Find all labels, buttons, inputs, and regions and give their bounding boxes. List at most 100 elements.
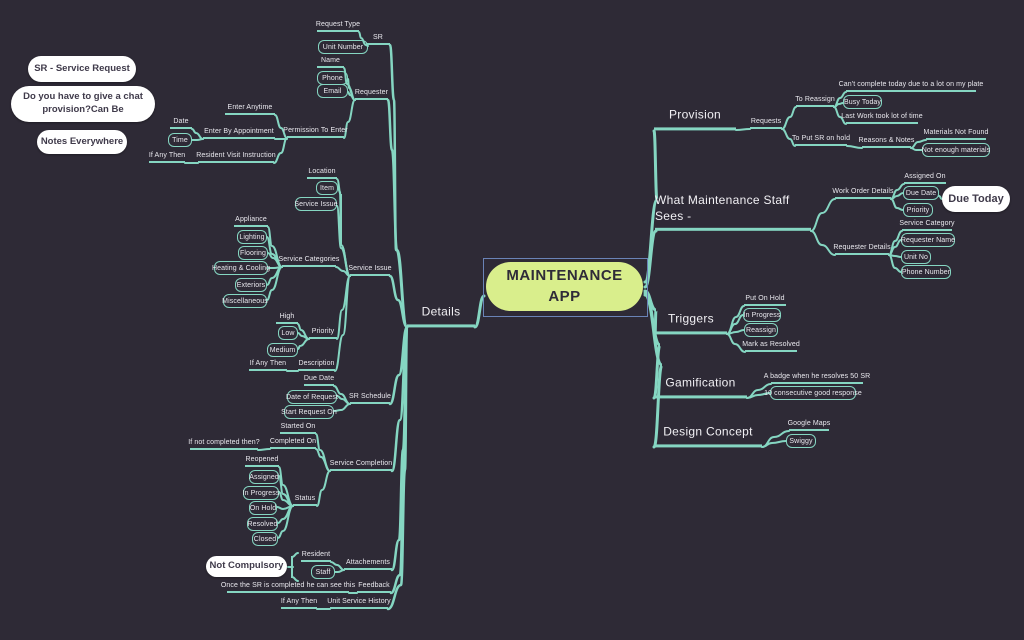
node-due-date[interactable]: Due Date — [304, 375, 334, 386]
node-priority-2[interactable]: Priority — [903, 203, 933, 217]
connector-edge — [334, 275, 351, 372]
node-service-issue-child[interactable]: Service Issue — [294, 197, 338, 211]
node-location[interactable]: Location — [307, 168, 337, 179]
node-phone-number[interactable]: Phone Number — [901, 265, 951, 279]
node-in-progress-2[interactable]: In Progress — [743, 308, 781, 322]
node-feedback[interactable]: Feedback — [357, 582, 391, 593]
node-on-hold[interactable]: On Hold — [249, 501, 277, 515]
node-completed-on[interactable]: Completed On — [270, 438, 316, 449]
node-attachements[interactable]: Attachements — [344, 559, 392, 570]
node-assigned[interactable]: Assigned — [249, 470, 279, 484]
node-pill-sr-service-request[interactable]: SR - Service Request — [28, 56, 136, 82]
node-service-issue[interactable]: Service Issue — [348, 265, 392, 276]
connector-edge — [334, 569, 345, 573]
node-sr[interactable]: SR — [366, 34, 390, 45]
node-design-concept[interactable]: Design Concept — [654, 424, 762, 447]
node-if-any-then-3[interactable]: If Any Then — [281, 598, 317, 609]
connector-edge — [291, 552, 299, 582]
connector-edge — [846, 145, 863, 149]
node-unit-service-history[interactable]: Unit Service History — [327, 598, 391, 609]
node-if-any-then-1[interactable]: If Any Then — [149, 152, 185, 163]
node-email[interactable]: Email — [317, 84, 348, 98]
node-low[interactable]: Low — [278, 326, 298, 340]
node-reopened[interactable]: Reopened — [245, 456, 279, 467]
node-enter-by-appointment[interactable]: Enter By Appointment — [203, 128, 275, 139]
node-pill-notes-everywhere[interactable]: Notes Everywhere — [37, 130, 127, 154]
node-description[interactable]: Description — [298, 360, 335, 371]
node-pill-due-today[interactable]: Due Today — [942, 186, 1010, 212]
node-date-of-request[interactable]: Date of Request — [286, 390, 338, 404]
node-closed[interactable]: Closed — [252, 532, 278, 546]
node-phone[interactable]: Phone — [317, 71, 348, 85]
node-provision[interactable]: Provision — [654, 107, 736, 130]
node-cant-complete-today[interactable]: Can't complete today due to a lot on my … — [839, 81, 983, 92]
node-requests[interactable]: Requests — [750, 118, 782, 129]
node-time[interactable]: Time — [168, 133, 192, 147]
node-service-categories[interactable]: Service Categories — [279, 256, 339, 267]
node-to-reassign[interactable]: To Reassign — [795, 96, 835, 107]
node-resolved[interactable]: Resolved — [247, 517, 278, 531]
node-triggers[interactable]: Triggers — [655, 311, 727, 334]
node-gamification[interactable]: Gamification — [654, 375, 747, 398]
connector-edge — [910, 147, 923, 152]
node-reassign[interactable]: Reassign — [744, 323, 778, 337]
node-service-category[interactable]: Service Category — [899, 220, 955, 231]
node-work-order-details[interactable]: Work Order Details — [832, 188, 893, 199]
node-request-type[interactable]: Request Type — [316, 21, 360, 32]
node-badge-50-sr[interactable]: A badge when he resolves 50 SR — [764, 373, 870, 384]
node-name[interactable]: Name — [317, 57, 344, 68]
node-requester-details[interactable]: Requester Details — [833, 244, 891, 255]
node-miscellaneous[interactable]: Miscellaneous — [222, 294, 268, 308]
node-unit-no[interactable]: Unit No — [901, 250, 931, 264]
connector-edge — [888, 254, 902, 258]
node-start-request-on[interactable]: Start Request On — [281, 405, 337, 419]
node-high[interactable]: High — [276, 313, 298, 324]
node-pill-not-compulsory[interactable]: Not Compulsory — [206, 556, 287, 577]
node-consecutive-good-response[interactable]: 10 consecutive good response — [764, 386, 862, 400]
node-item[interactable]: Item — [316, 181, 338, 195]
node-unit-number[interactable]: Unit Number — [318, 40, 368, 54]
node-enter-anytime[interactable]: Enter Anytime — [225, 104, 275, 115]
node-details[interactable]: Details — [407, 304, 475, 327]
node-service-completion[interactable]: Service Completion — [330, 460, 392, 471]
node-google-maps[interactable]: Google Maps — [788, 420, 830, 431]
node-swiggy[interactable]: Swiggy — [786, 434, 816, 448]
node-materials-not-found[interactable]: Materials Not Found — [924, 129, 988, 140]
node-started-on[interactable]: Started On — [280, 423, 316, 434]
node-resident[interactable]: Resident — [301, 551, 331, 562]
node-heating-cooling[interactable]: Heating & Cooling — [212, 261, 270, 275]
node-staff[interactable]: Staff — [311, 565, 335, 579]
node-center[interactable]: MAINTENANCE APP — [486, 262, 643, 311]
node-sr-schedule[interactable]: SR Schedule — [349, 393, 391, 404]
node-appliance[interactable]: Appliance — [234, 216, 268, 227]
node-busy-today[interactable]: Busy Today — [843, 95, 882, 109]
node-once-sr-completed[interactable]: Once the SR is completed he can see this — [221, 582, 355, 593]
node-if-any-then-2[interactable]: If Any Then — [249, 360, 287, 371]
connector-edge — [347, 91, 356, 101]
node-permission-to-enter[interactable]: Permission To Enter — [283, 127, 348, 138]
node-medium[interactable]: Medium — [267, 343, 298, 357]
node-mark-as-resolved[interactable]: Mark as Resolved — [742, 341, 800, 352]
node-resident-visit-instruction[interactable]: Resident Visit Instruction — [196, 152, 276, 163]
node-lighting[interactable]: Lighting — [237, 230, 267, 244]
node-date[interactable]: Date — [170, 118, 192, 129]
node-requester[interactable]: Requester — [355, 89, 388, 100]
node-not-enough-materials[interactable]: Not enough materials — [922, 143, 990, 157]
connector-edge — [335, 266, 351, 277]
node-assigned-on[interactable]: Assigned On — [904, 173, 946, 184]
node-put-on-hold[interactable]: Put On Hold — [744, 295, 786, 306]
node-reasons-notes[interactable]: Reasons & Notes — [859, 137, 914, 148]
node-in-progress[interactable]: In Progress — [243, 486, 279, 500]
node-to-put-sr-on-hold[interactable]: To Put SR on hold — [792, 135, 850, 146]
node-due-date-2[interactable]: Due Date — [903, 186, 939, 200]
node-status[interactable]: Status — [293, 495, 317, 506]
node-last-work-took-time[interactable]: Last Work took lot of time — [841, 113, 923, 124]
node-priority[interactable]: Priority — [309, 328, 337, 339]
node-pill-chat-provision[interactable]: Do you have to give a chat provision?Can… — [11, 86, 155, 122]
node-exteriors[interactable]: Exteriors — [235, 278, 267, 292]
node-if-not-completed-then[interactable]: If not completed then? — [188, 439, 260, 450]
node-flooring[interactable]: Flooring — [238, 246, 268, 260]
connector-edge — [833, 102, 844, 108]
node-what-maintenance-staff-sees[interactable]: What Maintenance Staff Sees - — [655, 193, 811, 231]
node-requester-name[interactable]: Requester Name — [901, 233, 955, 247]
